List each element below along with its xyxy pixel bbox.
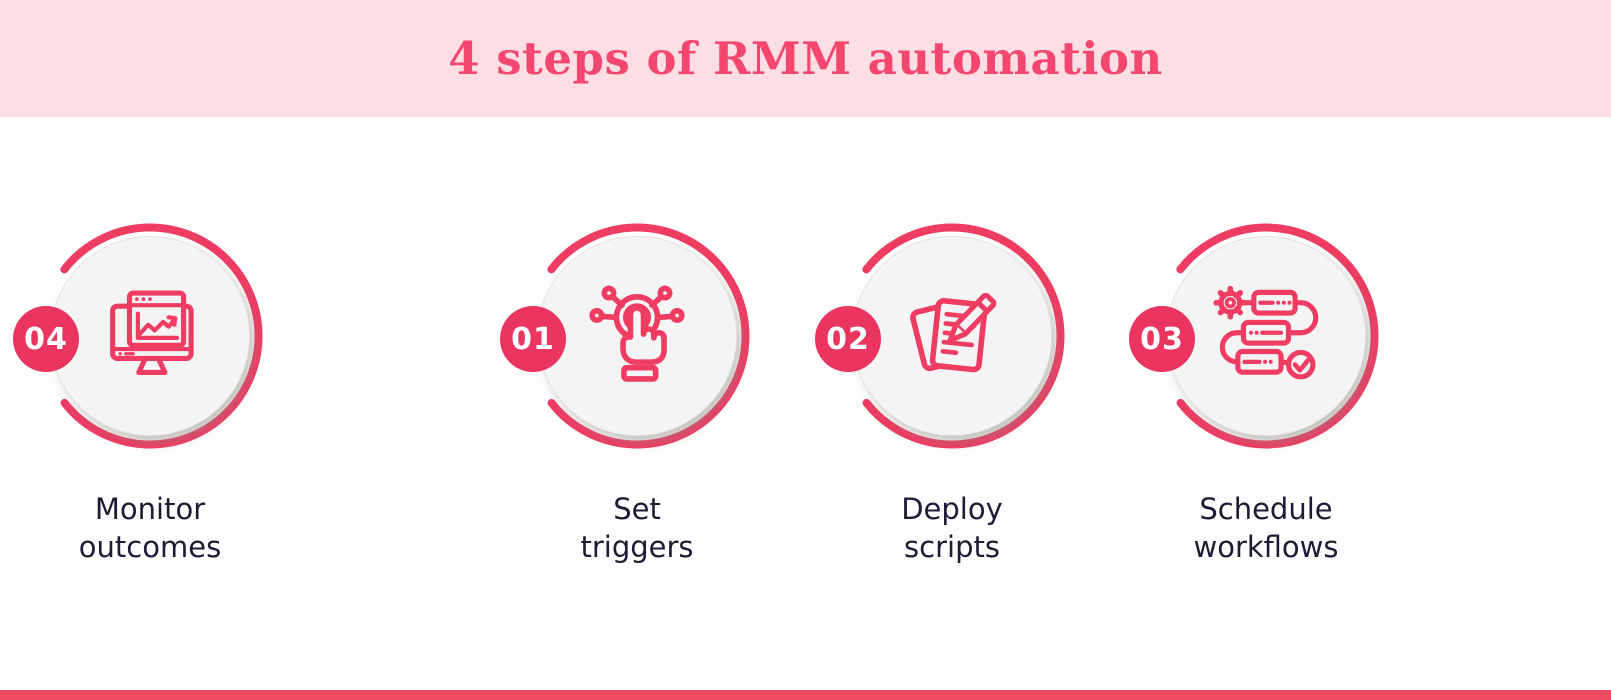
- step-circle: 01: [500, 223, 750, 449]
- step-number: 04: [24, 321, 68, 357]
- touch-trigger-icon: [589, 285, 685, 382]
- step-circle: 04: [13, 223, 263, 449]
- step-circle: 03: [1129, 223, 1379, 449]
- step-circle: 02: [815, 223, 1065, 449]
- page-title: 4 steps of RMM automation: [448, 32, 1163, 85]
- step-number: 02: [826, 321, 870, 357]
- step-set-triggers: 01 Set triggers: [487, 223, 787, 566]
- step-number: 01: [511, 321, 555, 357]
- workflow-gear-icon: [1213, 285, 1319, 380]
- step-ring: [37, 223, 263, 449]
- step-number-badge: 04: [13, 306, 79, 372]
- step-inner-circle: [1167, 237, 1365, 435]
- step-number-badge: 01: [500, 306, 566, 372]
- step-label: Monitor outcomes: [78, 492, 222, 564]
- header-band: 4 steps of RMM automation: [0, 0, 1611, 117]
- step-deploy-scripts: 02 Deploy scripts: [802, 223, 1102, 566]
- step-label: Set triggers: [580, 492, 694, 564]
- step-monitor-outcomes: 04 Monitor outcomes: [0, 223, 300, 566]
- step-ring: [1153, 223, 1379, 449]
- step-number-badge: 02: [815, 306, 881, 372]
- step-label: Schedule workflows: [1193, 492, 1339, 564]
- step-label: Deploy scripts: [901, 492, 1003, 564]
- step-number: 03: [1140, 321, 1184, 357]
- step-number-badge: 03: [1129, 306, 1195, 372]
- monitor-chart-icon: [110, 290, 194, 375]
- step-ring: [839, 223, 1065, 449]
- document-pencil-icon: [910, 292, 997, 373]
- step-schedule-workflows: 03 Schedule workflows: [1116, 223, 1416, 566]
- footer-accent-bar: [0, 690, 1611, 700]
- step-ring: [524, 223, 750, 449]
